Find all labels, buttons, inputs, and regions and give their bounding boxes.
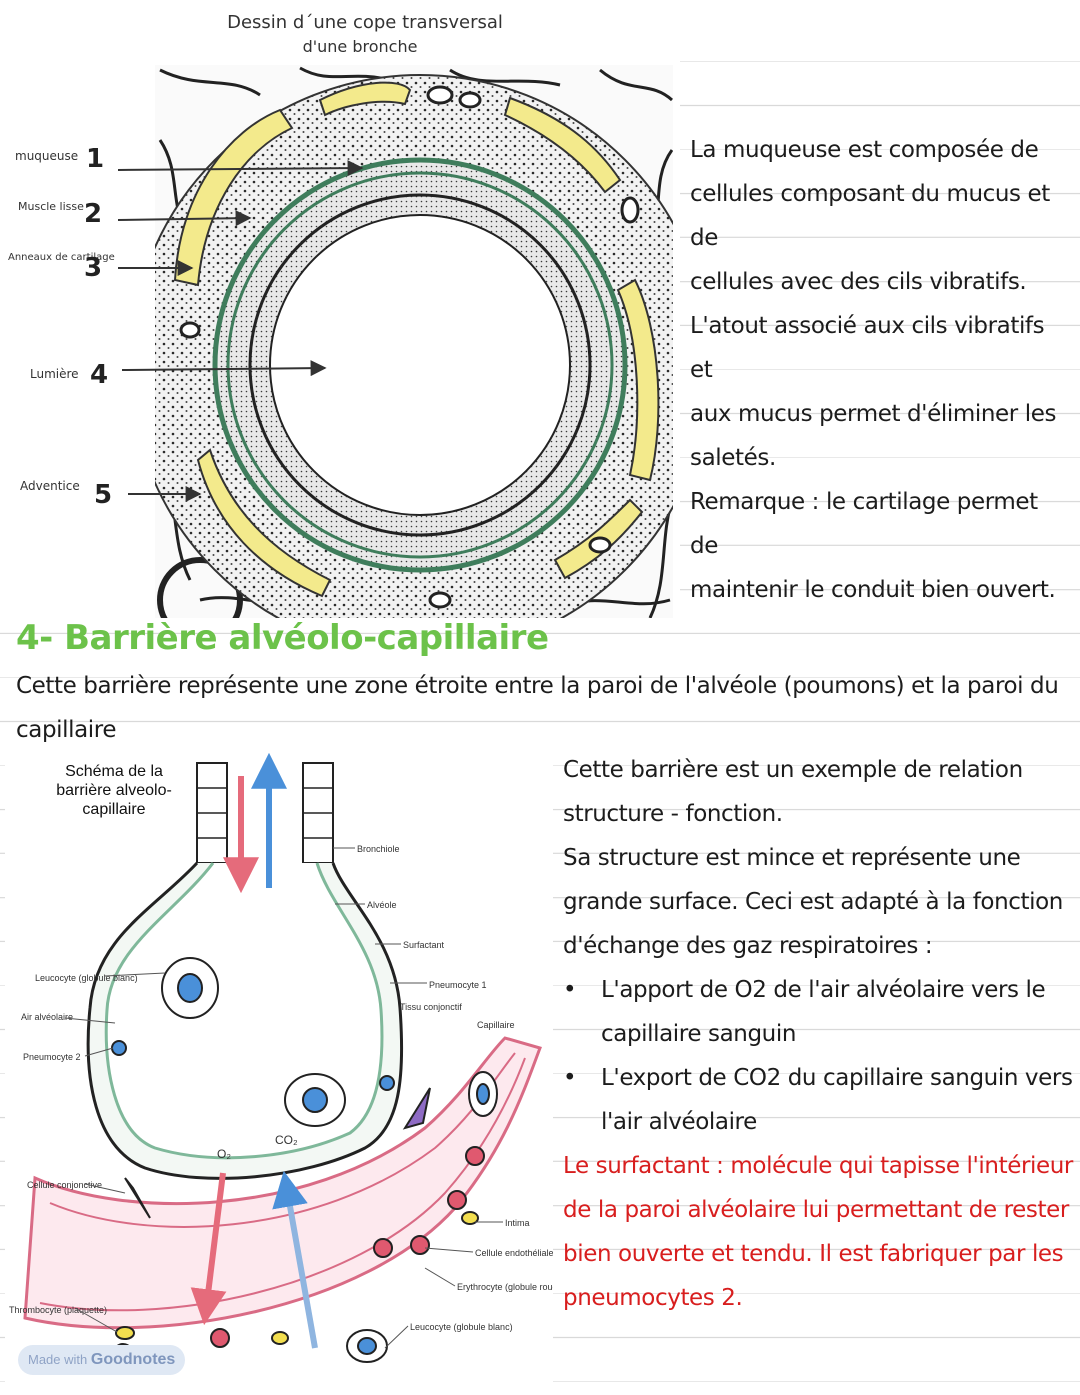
list-item-line: l'air alvéolaire (601, 1109, 757, 1135)
note-line: Le surfactant : molécule qui tapisse l'i… (563, 1153, 1073, 1179)
label-alveole: Alvéole (367, 900, 397, 910)
barrier-line: grande surface. Ceci est adapté à la fon… (563, 889, 1063, 915)
mucosa-text-line: aux mucus permet d'éliminer les (690, 401, 1057, 427)
figure1-title-line2: d'une bronche (303, 37, 418, 56)
label-num-5: 5 (94, 480, 112, 510)
label-tissu: Tissu conjonctif (400, 1002, 462, 1012)
list-item-line: capillaire sanguin (601, 1021, 797, 1047)
list-item: L'apport de O2 de l'air alvéolaire vers … (563, 968, 1075, 1056)
label-adventice: Adventice (20, 479, 80, 493)
barrier-line: Sa structure est mince et représente une (563, 845, 1021, 871)
badge-brand: Goodnotes (90, 1351, 176, 1368)
bronchus-figure: Dessin d´une cope transversal d'une bron… (0, 0, 680, 618)
alveolar-drawing: Bronchiole Alvéole Surfactant Pneumocyte… (9, 752, 553, 1363)
label-surfactant: Surfactant (403, 940, 445, 950)
note-line: pneumocytes 2. (563, 1285, 743, 1311)
mucosa-text-line: La muqueuse est composée de (690, 137, 1039, 163)
label-lumiere: Lumière (30, 367, 79, 381)
label-o2: O₂ (217, 1147, 231, 1161)
mucosa-text-line: L'atout associé aux cils vibratifs et (690, 313, 1045, 383)
barrier-line: d'échange des gaz respiratoires : (563, 933, 933, 959)
label-pneumocyte2: Pneumocyte 2 (23, 1052, 81, 1062)
label-muscle: Muscle lisse (18, 200, 84, 213)
surfactant-note: Le surfactant : molécule qui tapisse l'i… (563, 1144, 1075, 1320)
note-line: de la paroi alvéolaire lui permettant de… (563, 1197, 1069, 1223)
label-num-3: 3 (84, 253, 102, 283)
mucosa-text: La muqueuse est composée de cellules com… (690, 128, 1070, 612)
mucosa-text-line: Remarque : le cartilage permet de (690, 489, 1038, 559)
label-leucocyte2: Leucocyte (globule blanc) (410, 1322, 513, 1332)
schema-title: Schéma de la barrière alveolo-capillaire (56, 763, 172, 818)
list-item-line: L'apport de O2 de l'air alvéolaire vers … (601, 977, 1046, 1003)
mucosa-text-line: maintenir le conduit bien ouvert. (690, 577, 1056, 603)
label-pneumocyte1: Pneumocyte 1 (429, 980, 487, 990)
barrier-text: Cette barrière est un exemple de relatio… (563, 748, 1075, 1320)
barrier-line: structure - fonction. (563, 801, 783, 827)
label-air: Air alvéolaire (21, 1012, 73, 1022)
label-muqueuse: muqueuse (15, 149, 78, 163)
goodnotes-badge: Made with Goodnotes (18, 1345, 186, 1375)
label-cellule-conj: Cellule conjonctive (27, 1180, 102, 1190)
label-co2: CO₂ (275, 1133, 298, 1147)
label-cartilage: Anneaux de cartilage (8, 252, 115, 263)
section-title: 4- Barrière alvéolo-capillaire (16, 618, 549, 658)
mucosa-text-line: cellules avec des cils vibratifs. (690, 269, 1027, 295)
label-thrombo: Thrombocyte (plaquette) (9, 1305, 107, 1315)
badge-prefix: Made with (28, 1352, 88, 1367)
barrier-line: Cette barrière est un exemple de relatio… (563, 757, 1023, 783)
label-num-1: 1 (86, 144, 104, 174)
figure1-title-line1: Dessin d´une cope transversal (227, 12, 503, 33)
label-erythro: Erythrocyte (globule rouge) (457, 1282, 553, 1292)
label-num-4: 4 (90, 360, 108, 390)
alveolar-figure: Bronchiole Alvéole Surfactant Pneumocyte… (5, 748, 553, 1388)
list-item-line: L'export de CO2 du capillaire sanguin ve… (601, 1065, 1073, 1091)
bronchus-drawing: Dessin d´une cope transversal d'une bron… (8, 12, 673, 618)
label-num-2: 2 (84, 199, 102, 229)
label-capillaire: Capillaire (477, 1020, 515, 1030)
label-intima: Intima (505, 1218, 530, 1228)
label-bronchiole: Bronchiole (357, 844, 400, 854)
note-line: bien ouverte et tendu. Il est fabriquer … (563, 1241, 1064, 1267)
intro-line: Cette barrière représente une zone étroi… (16, 673, 1059, 743)
gas-exchange-list: L'apport de O2 de l'air alvéolaire vers … (563, 968, 1075, 1144)
mucosa-text-line: cellules composant du mucus et de (690, 181, 1050, 251)
label-leucocyte1: Leucocyte (globule blanc) (35, 973, 138, 983)
bronchus-labels: muqueuse 1 Muscle lisse 2 Anneaux de car… (8, 144, 364, 510)
label-endo: Cellule endothéliale (475, 1248, 553, 1258)
mucosa-text-line: saletés. (690, 445, 776, 471)
list-item: L'export de CO2 du capillaire sanguin ve… (563, 1056, 1075, 1144)
